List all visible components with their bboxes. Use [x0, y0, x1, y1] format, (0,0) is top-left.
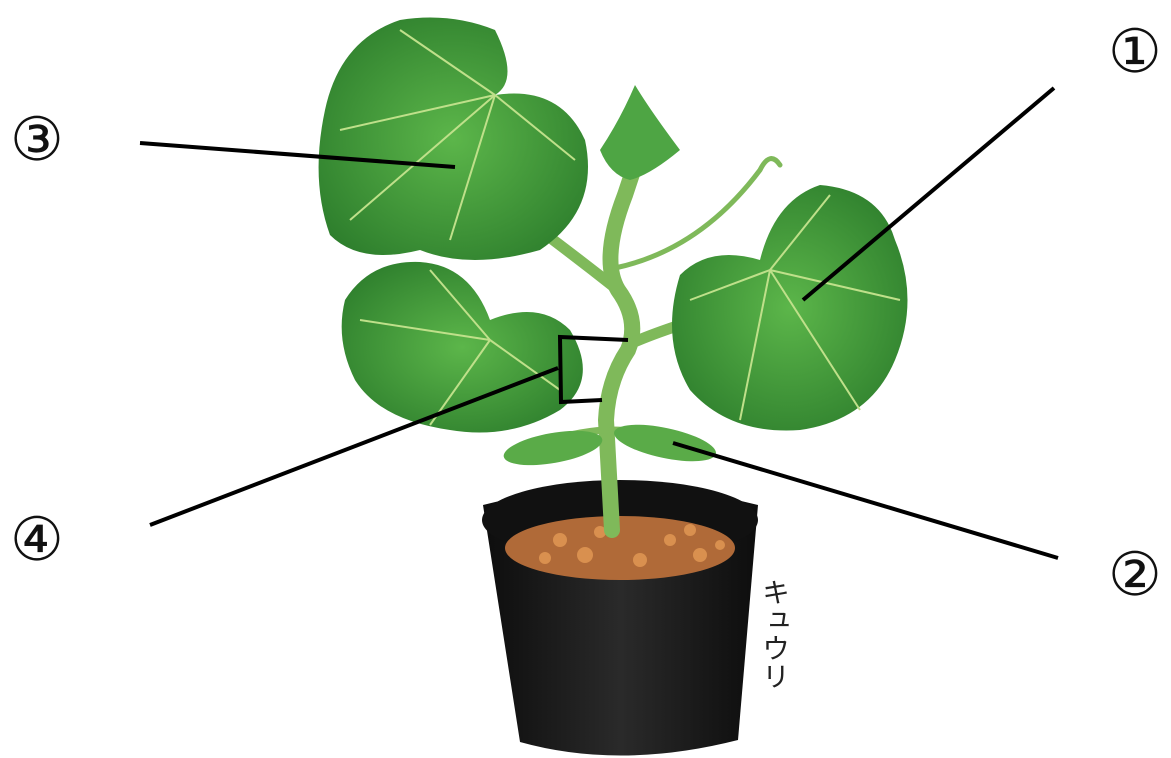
leader-line-4	[150, 368, 558, 525]
label-2: ②	[1108, 545, 1162, 605]
plant-caption: キュウリ	[760, 578, 790, 690]
label-3: ③	[10, 110, 64, 170]
leaf-top-bud	[600, 85, 680, 180]
leaf-upper-left	[319, 18, 588, 260]
label-1: ①	[1108, 22, 1162, 82]
label-4: ④	[10, 510, 64, 570]
soil	[505, 516, 735, 580]
pot	[482, 480, 758, 756]
